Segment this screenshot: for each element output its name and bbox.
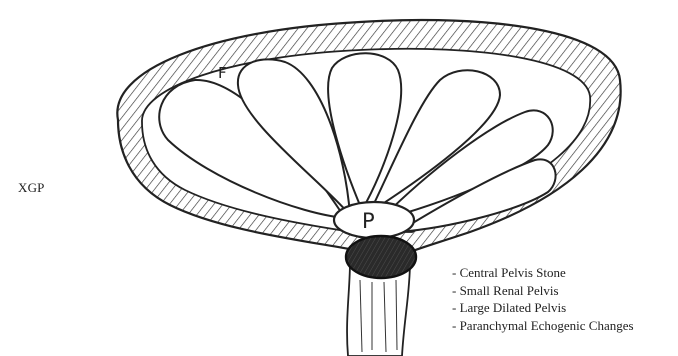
pelvis-label: P bbox=[362, 209, 375, 233]
legend-item: - Small Renal Pelvis bbox=[452, 282, 634, 300]
legend-item: - Central Pelvis Stone bbox=[452, 264, 634, 282]
pelvis-stone bbox=[346, 236, 416, 278]
legend-item: - Paranchymal Echogenic Changes bbox=[452, 317, 634, 335]
findings-legend: - Central Pelvis Stone - Small Renal Pel… bbox=[452, 264, 634, 334]
xgp-label: XGP bbox=[18, 180, 45, 196]
fibrosis-label: F bbox=[218, 64, 227, 82]
legend-item: - Large Dilated Pelvis bbox=[452, 299, 634, 317]
